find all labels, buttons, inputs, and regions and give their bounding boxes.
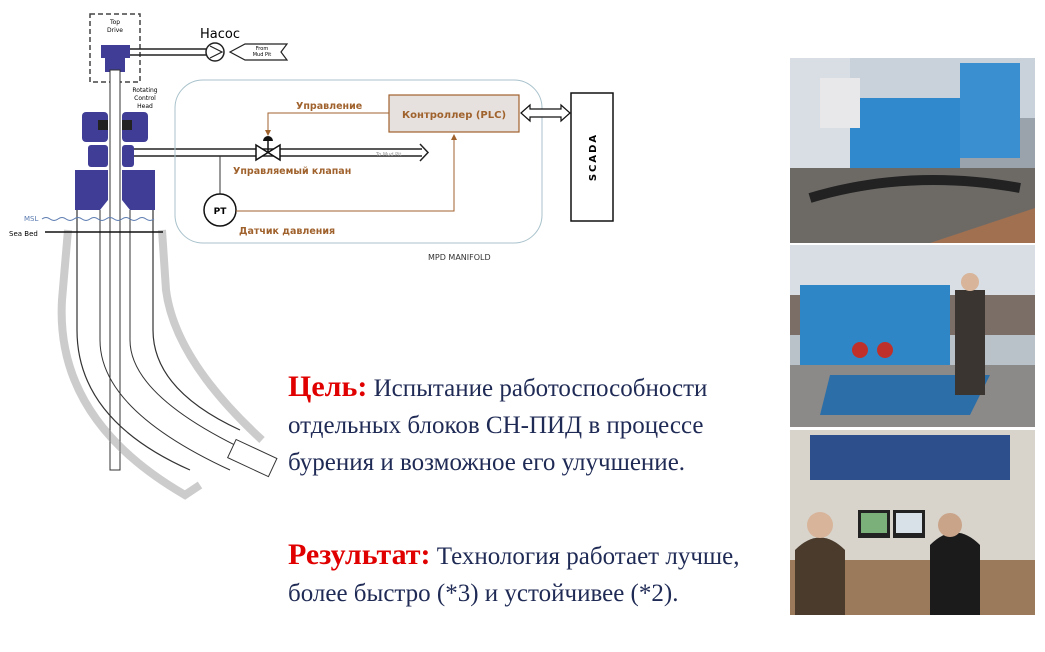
scada-box	[570, 92, 614, 222]
from-mud-pit-label: From	[256, 46, 269, 52]
result-label: Результат:	[288, 538, 431, 571]
plc-label: Контроллер (PLC)	[402, 110, 506, 121]
mpd-manifold-box	[174, 79, 543, 244]
rch-label-2: Control	[134, 95, 156, 102]
top-drive-label: Top	[109, 19, 120, 26]
photo-control-room	[790, 430, 1035, 615]
sea-bed-label: Sea Bed	[9, 230, 38, 238]
to-mud-pit-label: To Mud Pit	[375, 152, 401, 158]
rotating-control-head	[75, 112, 155, 210]
scada-label: SCADA	[588, 133, 599, 181]
plc-box	[388, 94, 520, 133]
bidirectional-arrow	[520, 103, 571, 123]
valve-label: Управляемый клапан	[233, 166, 351, 177]
top-drive-label-2: Drive	[107, 27, 123, 34]
mpd-diagram: Top Drive Насос From Mud Pit Rotating Co…	[9, 13, 614, 500]
goal-paragraph: Цель: Испытание работоспособности отдель…	[288, 368, 778, 481]
top-drive-box	[89, 13, 141, 83]
from-mud-pit-label-2: Mud Pit	[253, 52, 272, 58]
result-text: Технология работает лучше, более быстро …	[288, 543, 740, 607]
msl-label: MSL	[24, 215, 38, 223]
pump-icon	[205, 42, 225, 62]
top-drive	[101, 45, 130, 72]
pump-label: Насос	[200, 27, 240, 42]
rch-label-3: Head	[137, 103, 153, 110]
result-paragraph: Результат: Технология работает лучше, бо…	[288, 536, 778, 612]
goal-label: Цель:	[288, 370, 368, 403]
control-valve-icon	[255, 136, 281, 162]
from-mud-pit-arrow	[228, 43, 289, 61]
pt-label: PT	[214, 207, 228, 217]
photo-manifold-skid	[790, 58, 1035, 243]
goal-text: Испытание работоспособности отдельных бл…	[288, 375, 708, 476]
manifold-label: MPD MANIFOLD	[428, 253, 491, 262]
control-label: Управление	[296, 101, 362, 112]
photo-equipment-with-engineer	[790, 245, 1035, 427]
rch-label: Rotating	[132, 87, 157, 94]
pressure-transmitter-icon	[203, 193, 237, 227]
pressure-sensor-label: Датчик давления	[239, 226, 335, 237]
